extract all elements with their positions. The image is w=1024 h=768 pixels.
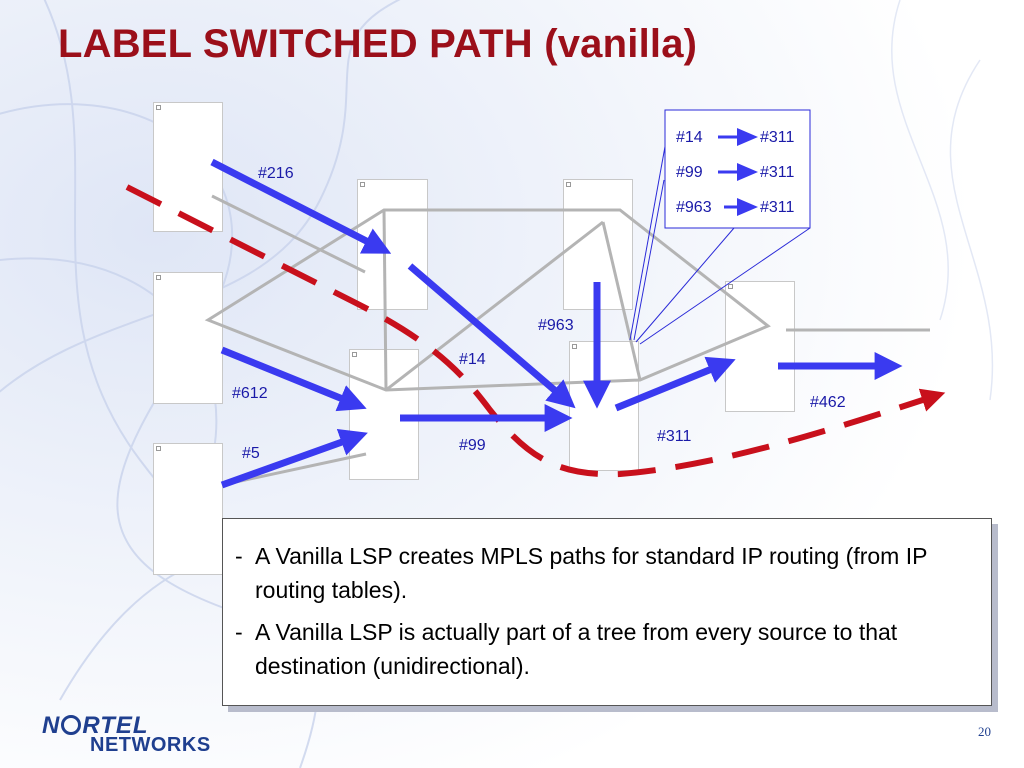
- missing-image-icon: [352, 352, 357, 357]
- map-out-1: #311: [760, 129, 795, 146]
- page-number: 20: [978, 724, 991, 739]
- link-inner-diagonal: [385, 220, 604, 392]
- lsp-path: [125, 184, 946, 478]
- bullet-item: - A Vanilla LSP is actually part of a tr…: [235, 615, 973, 683]
- logo-globe-icon: [61, 715, 82, 735]
- link-top-left: [211, 194, 366, 274]
- bullet-text: A Vanilla LSP is actually part of a tree…: [255, 619, 898, 679]
- label-216: #216: [258, 165, 294, 182]
- link-inner-right: [601, 221, 642, 381]
- missing-image-icon: [156, 446, 161, 451]
- missing-image-icon: [360, 182, 365, 187]
- arrow-311: [614, 356, 736, 412]
- network-links: [204, 194, 930, 487]
- label-14: #14: [459, 351, 486, 368]
- label-963: #963: [538, 317, 574, 334]
- bullet-marker: -: [235, 619, 243, 645]
- link-inner-left: [382, 209, 388, 391]
- map-out-2: #311: [760, 164, 795, 181]
- map-in-1: #14: [676, 129, 703, 146]
- missing-image-icon: [728, 284, 733, 289]
- missing-image-icon: [156, 275, 161, 280]
- explanation-box: - A Vanilla LSP creates MPLS paths for s…: [222, 518, 992, 706]
- label-612: #612: [232, 385, 268, 402]
- bullet-marker: -: [235, 543, 243, 569]
- router-picture-2: [153, 272, 223, 404]
- bullet-item: - A Vanilla LSP creates MPLS paths for s…: [235, 539, 973, 607]
- arrow-612: [220, 346, 367, 412]
- label-462: #462: [810, 394, 846, 411]
- slide-title: LABEL SWITCHED PATH (vanilla): [58, 22, 698, 66]
- missing-image-icon: [572, 344, 577, 349]
- arrow-14: [407, 263, 576, 409]
- callout-lines: [629, 129, 811, 345]
- map-in-3: #963: [676, 199, 712, 216]
- arrow-5: [220, 429, 368, 489]
- label-5: #5: [242, 445, 260, 462]
- missing-image-icon: [566, 182, 571, 187]
- router-picture-3: [153, 443, 223, 575]
- map-out-3: #311: [760, 199, 795, 216]
- label-99: #99: [459, 437, 486, 454]
- arrow-216: [210, 158, 392, 254]
- missing-image-icon: [156, 105, 161, 110]
- bullet-text: A Vanilla LSP creates MPLS paths for sta…: [255, 543, 928, 603]
- label-311: #311: [657, 428, 692, 445]
- map-in-2: #99: [676, 164, 703, 181]
- logo-wordmark-bottom: NETWORKS: [90, 734, 211, 756]
- label-map-rows: #14 #311 #99 #311 #963 #311: [676, 128, 795, 216]
